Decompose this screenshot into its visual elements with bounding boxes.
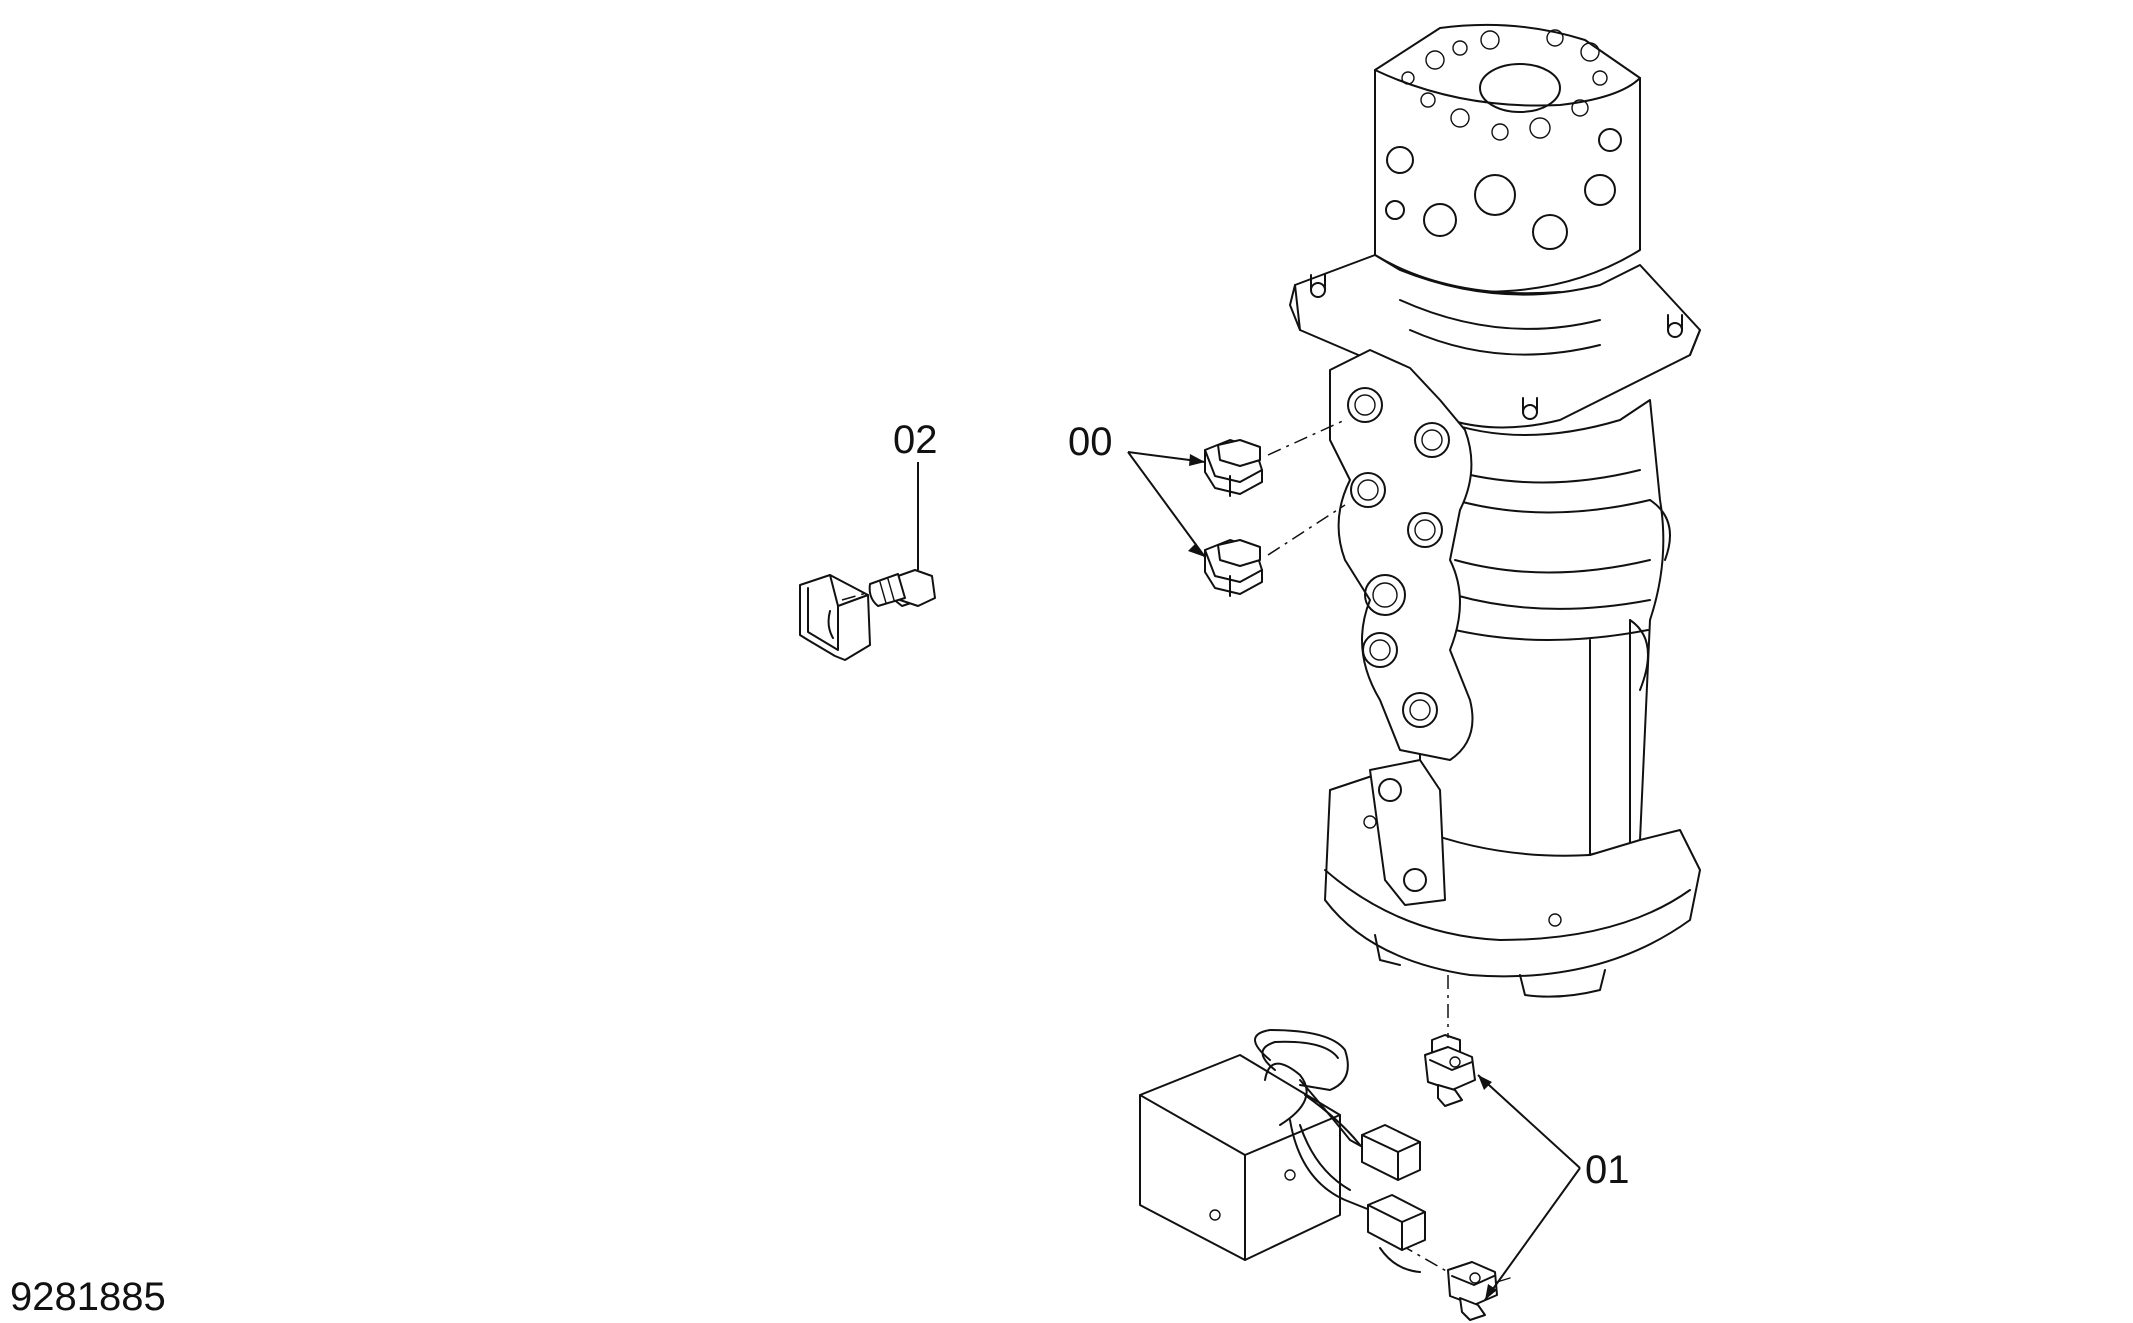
callout-00-leader [1127,451,1206,558]
plug-lower-axis [1267,504,1346,556]
callout-label-02: 02 [893,418,938,462]
part-number: 9281885 [10,1275,166,1319]
plug-upper-axis [1267,419,1346,456]
switch-lower-axis [1374,1229,1449,1273]
mounting-bolt [868,569,936,607]
bolt-axis [841,591,871,601]
swivel-joint-assembly [1289,23,1701,998]
wire-harness [1254,1029,1426,1273]
pressure-switch-lower [1447,1261,1511,1321]
side-port-block [1329,349,1474,761]
pressure-switch-upper [1424,1034,1476,1107]
hex-plug-lower [1204,539,1263,597]
callout-01-leader [1477,1074,1581,1301]
swivel-body [1419,399,1671,864]
top-rotor-drum [1374,23,1641,295]
clip-bracket [799,574,871,661]
hex-plug-upper [1204,439,1263,497]
bottom-flange [1324,759,1701,998]
mounting-flange-plate [1289,254,1701,429]
callout-label-01: 01 [1585,1148,1630,1192]
callout-label-00: 00 [1068,420,1113,464]
callout-00-arrowheads [1188,454,1205,557]
